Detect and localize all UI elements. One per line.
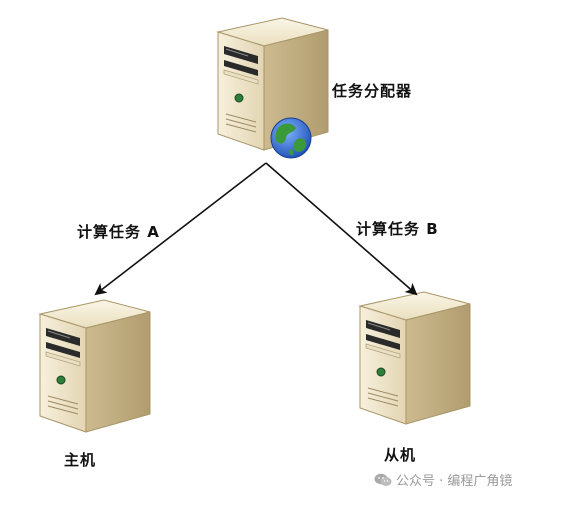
slave-server-icon: [359, 291, 471, 425]
slave-label: 从机: [384, 446, 417, 464]
master-label: 主机: [64, 451, 97, 469]
globe-icon: [270, 117, 312, 159]
watermark-text: 公众号 · 编程广角镜: [396, 474, 513, 489]
arrow-task-a: [94, 162, 267, 296]
arrow-task-b: [265, 162, 418, 296]
wechat-icon: [374, 473, 392, 486]
task-a-label: 计算任务 A: [77, 223, 160, 241]
watermark: 公众号 · 编程广角镜: [374, 470, 512, 489]
task-b-label: 计算任务 B: [356, 220, 439, 238]
master-server-icon: [39, 299, 151, 433]
dispatcher-label: 任务分配器: [332, 82, 413, 100]
